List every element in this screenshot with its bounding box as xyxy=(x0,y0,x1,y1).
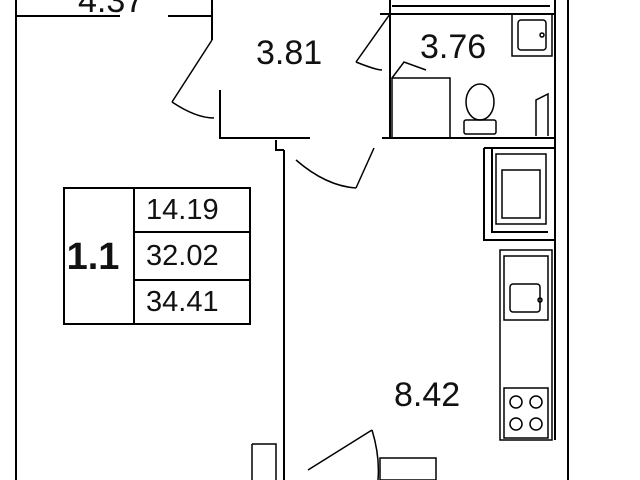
radiator xyxy=(379,457,437,480)
door-hall-arc xyxy=(171,101,215,119)
stove xyxy=(503,387,549,439)
apartment-id: 1.1 xyxy=(66,236,120,278)
total-area-value: 32.02 xyxy=(146,240,219,272)
washbasin xyxy=(511,13,553,57)
fridge xyxy=(495,153,547,225)
door-bath-arc xyxy=(355,61,383,71)
door-entry xyxy=(307,429,373,471)
room-area-hall: 3.81 xyxy=(256,34,323,72)
total-with-balcony-value: 34.41 xyxy=(146,286,219,318)
door-kitchen xyxy=(355,147,375,189)
living-area-value: 14.19 xyxy=(146,194,219,226)
toilet-bowl-icon xyxy=(465,83,495,121)
kitchen-fixtures xyxy=(251,153,553,480)
door-hall xyxy=(171,39,213,103)
door-entry-arc xyxy=(371,429,380,480)
door-bath xyxy=(355,13,391,63)
washing-machine xyxy=(391,77,451,139)
kitchen-counter xyxy=(499,249,553,441)
bathroom-fixtures xyxy=(391,13,553,139)
walls xyxy=(15,0,569,480)
door-kitchen-arc xyxy=(295,159,357,189)
kitchen-sink xyxy=(503,255,549,321)
room-area-bathroom: 3.76 xyxy=(420,28,487,66)
summary-table xyxy=(63,187,251,325)
room-area-top-left: 4.37 xyxy=(78,0,145,20)
doors xyxy=(171,13,391,480)
room-area-kitchen: 8.42 xyxy=(394,376,461,414)
